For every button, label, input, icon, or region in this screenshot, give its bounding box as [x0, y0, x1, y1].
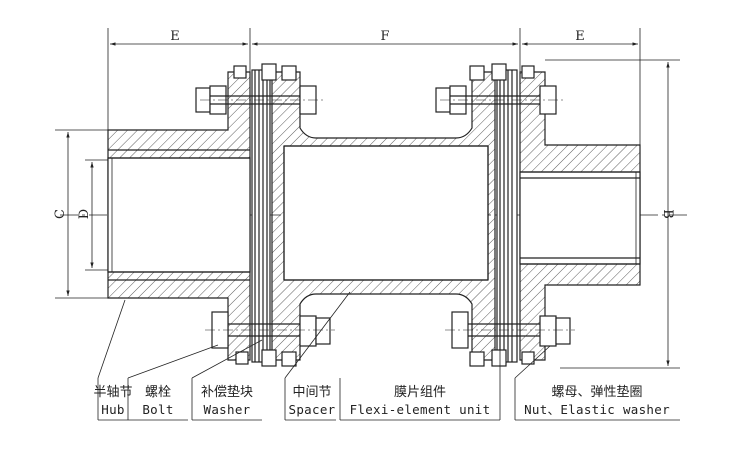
part-label-en-hub: Hub — [101, 402, 124, 417]
part-label-en-flexi: Flexi-element unit — [350, 402, 491, 417]
dim-E-left: E — [170, 29, 180, 44]
dim-C: C — [53, 209, 68, 219]
part-label-cn-spacer: 中间节 — [292, 385, 331, 400]
part-label-cn-hub: 半轴节 — [93, 385, 132, 400]
part-label-cn-bolt: 螺栓 — [145, 385, 171, 400]
part-label-en-nut: Nut、Elastic washer — [524, 402, 670, 417]
flexi-elements — [251, 69, 518, 363]
part-label-cn-washer: 补偿垫块 — [201, 384, 253, 400]
part-label-cn-nut: 螺母、弹性垫圈 — [551, 384, 642, 400]
dim-E-right: E — [575, 29, 585, 44]
dim-F: F — [380, 29, 389, 44]
bolts — [195, 63, 575, 367]
part-label-en-spacer: Spacer — [289, 402, 336, 417]
part-label-en-bolt: Bolt — [142, 402, 173, 417]
leader-lines — [97, 291, 680, 421]
left-hub — [107, 71, 251, 361]
dim-D: D — [77, 209, 92, 219]
spacer — [271, 71, 496, 361]
dim-B: B — [660, 209, 675, 219]
dimension-lines — [55, 28, 680, 369]
right-hub — [519, 71, 641, 361]
part-label-cn-flexi: 膜片组件 — [394, 385, 446, 400]
part-label-en-washer: Washer — [204, 402, 251, 417]
